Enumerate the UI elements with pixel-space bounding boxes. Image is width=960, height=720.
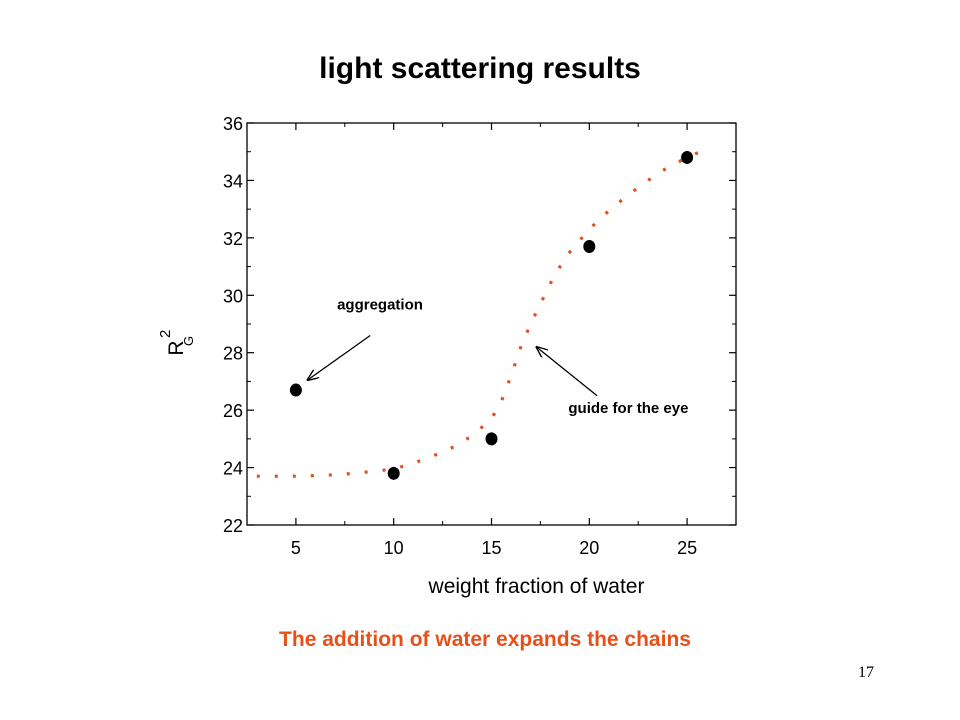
x-axis-label: weight fraction of water	[428, 575, 645, 598]
y-tick-label: 34	[223, 171, 243, 191]
y-axis-label-base: R	[165, 340, 188, 355]
y-axis-label-sub: G	[181, 336, 196, 346]
y-tick-label: 22	[223, 516, 243, 536]
data-point	[583, 239, 596, 253]
chart-title: light scattering results	[319, 52, 641, 85]
y-tick-label: 36	[223, 114, 243, 134]
x-tick-label: 10	[384, 538, 404, 558]
y-tick-label: 28	[223, 344, 243, 364]
guide-curve	[256, 147, 708, 478]
x-tick-label: 5	[291, 538, 301, 558]
annotation-label: guide for the eye	[568, 400, 688, 417]
data-point	[681, 150, 694, 164]
annotations: aggregation guide for the eye	[308, 297, 688, 417]
x-tick-label: 20	[579, 538, 599, 558]
guide-curve-path	[256, 147, 708, 478]
plot-area-border	[246, 122, 737, 526]
y-axis-label-sup: 2	[157, 330, 174, 338]
data-point	[485, 432, 498, 446]
plot-frame	[246, 122, 737, 526]
y-tick-label: 32	[223, 229, 243, 249]
data-point	[387, 466, 400, 480]
slide-caption: The addition of water expands the chains	[279, 628, 691, 651]
page-number: 17	[858, 664, 874, 681]
y-tick-label: 26	[223, 401, 243, 421]
data-point	[289, 383, 302, 397]
data-points	[289, 150, 694, 480]
x-tick-label: 25	[677, 538, 697, 558]
y-axis-label: RG2	[157, 330, 196, 356]
x-tick-label: 15	[481, 538, 501, 558]
y-tick-label: 24	[223, 459, 243, 479]
axis-ticks: 5 10 15 20 25 22 24 26 28 30 32 34 36	[223, 114, 736, 558]
y-tick-label: 30	[223, 286, 243, 306]
annotation-label: aggregation	[337, 297, 423, 314]
annotation-arrow	[308, 334, 371, 380]
annotation-arrow	[536, 347, 598, 397]
